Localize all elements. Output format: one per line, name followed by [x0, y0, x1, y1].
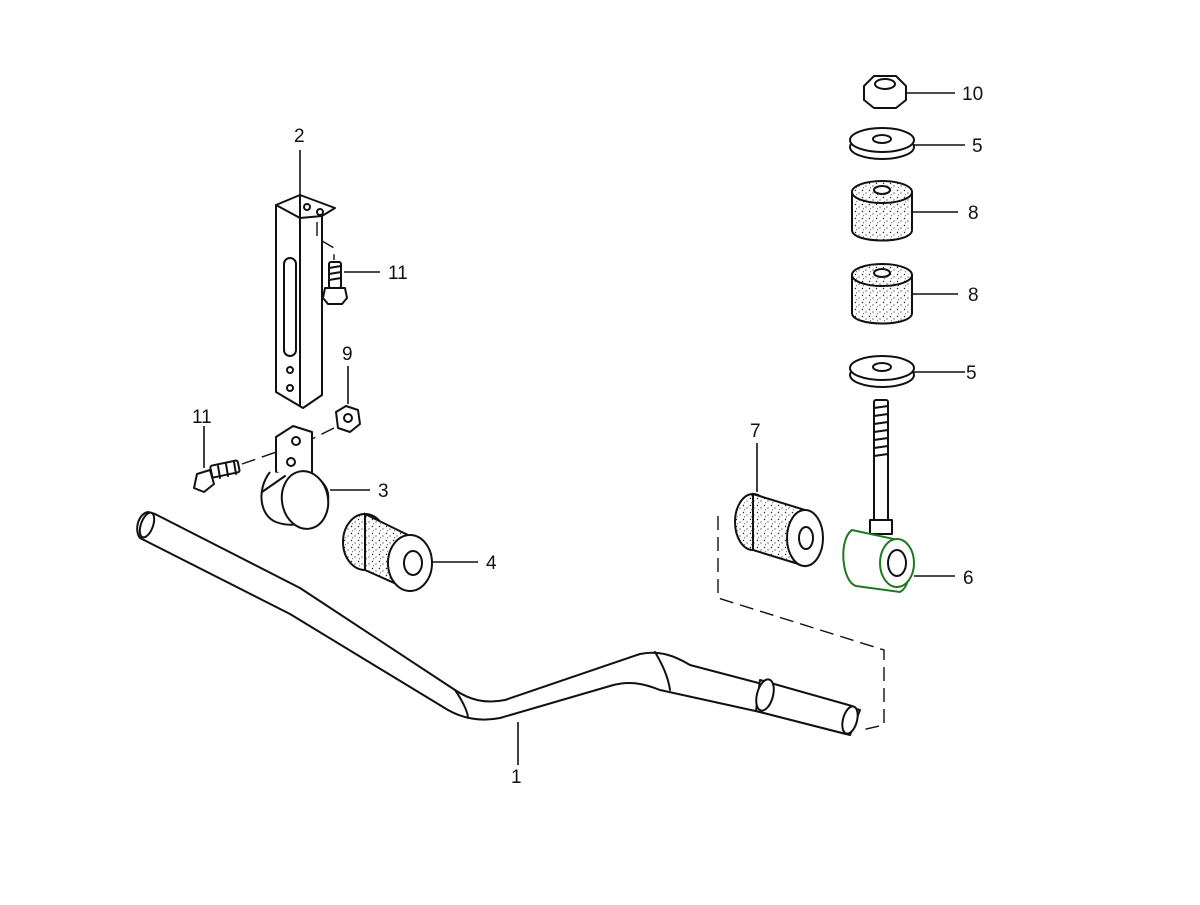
callout-8-top: 8	[968, 203, 979, 224]
nut-small	[309, 366, 361, 441]
washer-bottom	[849, 355, 965, 388]
bolt-clamp	[193, 426, 283, 493]
link-bushing	[717, 443, 885, 731]
bracket	[275, 150, 336, 409]
callout-4: 4	[486, 553, 497, 574]
stabilizer-bar	[136, 511, 861, 765]
rubber-bushing-top	[851, 180, 958, 242]
callout-9: 9	[342, 344, 353, 365]
callout-3: 3	[378, 481, 389, 502]
callout-6: 6	[963, 568, 974, 589]
clamp	[260, 425, 370, 530]
callout-11-left: 11	[192, 407, 212, 428]
bolt-bracket	[322, 261, 380, 305]
callout-1: 1	[511, 767, 522, 788]
callout-8-bottom: 8	[968, 285, 979, 306]
rubber-bushing-bottom	[851, 263, 958, 325]
callout-11-top: 11	[388, 263, 408, 284]
bar-bushing	[342, 512, 478, 592]
callout-5-top: 5	[972, 136, 983, 157]
callout-5-bottom: 5	[966, 363, 977, 384]
callout-7: 7	[750, 421, 761, 442]
drop-link	[842, 399, 955, 594]
callout-10: 10	[962, 84, 983, 105]
callout-2: 2	[294, 126, 305, 147]
nut-top	[863, 75, 955, 109]
washer-top	[849, 127, 965, 160]
